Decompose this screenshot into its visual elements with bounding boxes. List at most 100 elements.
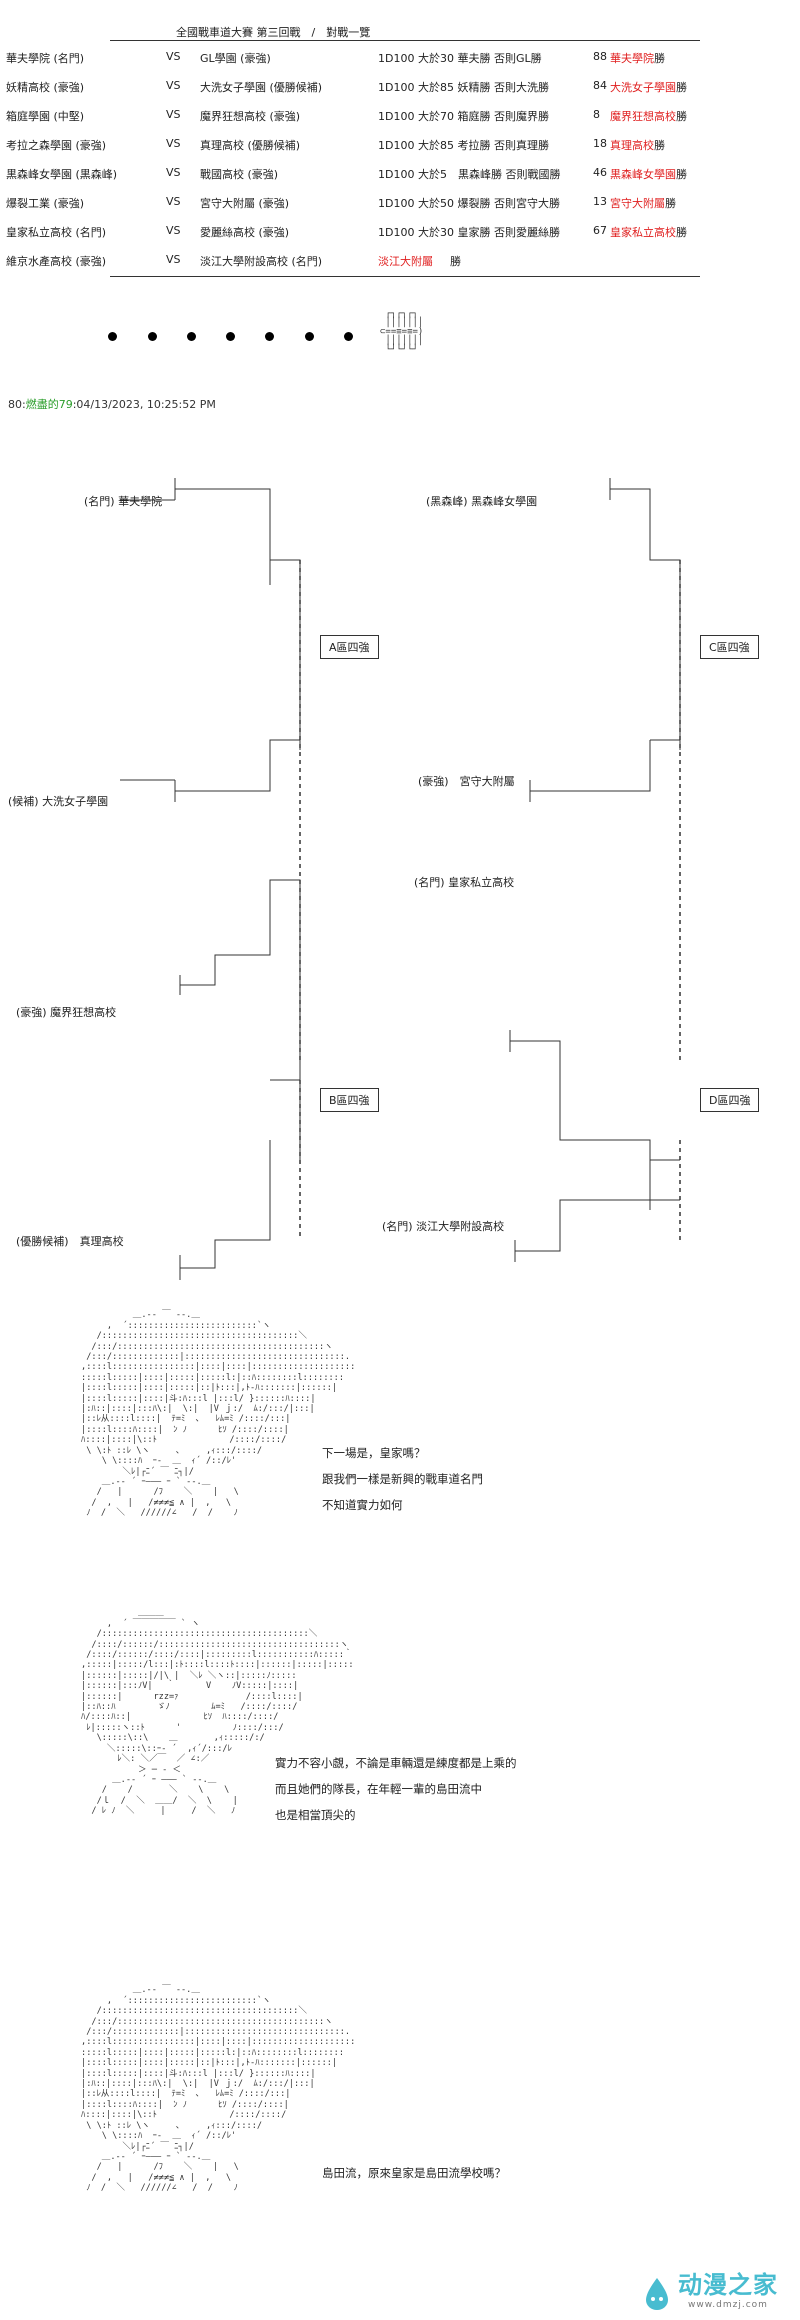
match-result: 華夫學院勝	[610, 50, 665, 66]
match-result-team: 真理高校	[610, 139, 654, 152]
dialogue-line: 不知道實力如何	[322, 1498, 403, 1512]
bracket-line	[179, 879, 301, 1160]
match-result-suffix: 勝	[676, 168, 687, 181]
match-dice-roll: 1D100 大於85 妖精勝 否則大洗勝	[378, 81, 549, 94]
team-label: (豪強) 魔界狂想高校	[16, 1006, 117, 1019]
match-result-number: 88	[593, 50, 607, 63]
team-label: (候補) 大洗女子學園	[8, 795, 109, 808]
dot	[187, 332, 196, 341]
dialogue-line: 實力不容小覷，不論是車輛還是練度都是上乘的	[275, 1756, 517, 1770]
bracket-line	[509, 1030, 680, 1210]
post-number: 80	[8, 398, 22, 411]
match-result-team: 皇家私立高校	[610, 226, 676, 239]
match-result-suffix: 勝	[654, 139, 665, 152]
team-label: (優勝候補) 真理高校	[16, 1235, 124, 1248]
match-team-a: 箱庭學園 (中堅)	[6, 110, 85, 123]
bracket-line	[179, 1140, 271, 1280]
dialogue-panel-3: 島田流，原來皇家是島田流學校嗎？	[322, 2160, 506, 2186]
bracket-line	[609, 478, 681, 750]
match-result: 大洗女子學園勝	[610, 79, 687, 95]
post-timestamp: :04/13/2023, 10:25:52 PM	[72, 398, 216, 411]
dot	[226, 332, 235, 341]
match-result-number: 84	[593, 79, 607, 92]
match-team-b: 魔界狂想高校 (豪強)	[200, 110, 301, 123]
ascii-character-1: ＿.-‐ ￣ ‐-.＿ , ´:::::::::::::::::::::::::…	[81, 1310, 356, 1519]
match-team-b: 大洗女子學園 (優勝候補)	[200, 81, 323, 94]
match-team-a: 維京水產高校 (豪強)	[6, 255, 107, 268]
match-result-number: 13	[593, 195, 607, 208]
bracket-line	[174, 739, 300, 802]
tournament-bracket	[120, 478, 681, 1280]
match-result-team: 淡江大附屬	[378, 255, 433, 268]
match-vs: VS	[166, 108, 181, 121]
match-team-a: 黒森峰女學園 (黒森峰)	[6, 168, 118, 181]
match-result: 宮守大附屬勝	[610, 195, 676, 211]
bracket-line	[174, 478, 301, 750]
dot	[344, 332, 353, 341]
dialogue-line: 而且她們的隊長，在年輕一輩的島田流中	[275, 1782, 482, 1796]
match-vs: VS	[166, 50, 181, 63]
match-team-b: 宮守大附屬 (豪強)	[200, 197, 290, 210]
match-vs: VS	[166, 195, 181, 208]
match-result-team: 黒森峰女學園	[610, 168, 676, 181]
match-team-a: 考拉之森學園 (豪強)	[6, 139, 107, 152]
brand-logo-icon	[646, 2278, 668, 2310]
match-team-b: 真理高校 (優勝候補)	[200, 139, 301, 152]
match-team-a: 皇家私立高校 (名門)	[6, 226, 107, 239]
post-header: 80:燃盡的79:04/13/2023, 10:25:52 PM	[8, 398, 216, 411]
bracket-line	[120, 499, 175, 781]
watermark-text: 动漫之家	[678, 2271, 778, 2299]
dialogue-panel-1: 下一場是，皇家嗎？ 跟我們一樣是新興的戰車道名門 不知道實力如何	[322, 1440, 483, 1518]
ascii-character-3: ＿.-‐ ￣ ‐-.＿ , ´:::::::::::::::::::::::::…	[81, 1985, 356, 2194]
match-result-suffix: 勝	[676, 81, 687, 94]
match-team-a: 華夫學院 (名門)	[6, 52, 85, 65]
dot	[148, 332, 157, 341]
bracket-line	[529, 740, 651, 802]
match-result-team: 大洗女子學園	[610, 81, 676, 94]
match-dice-roll: 1D100 大於30 皇家勝 否則愛麗絲勝	[378, 226, 560, 239]
match-result: 魔界狂想高校勝	[610, 108, 687, 124]
match-result-number: 46	[593, 166, 607, 179]
match-result-number: 67	[593, 224, 607, 237]
match-vs: VS	[166, 79, 181, 92]
table-divider	[110, 276, 700, 277]
match-dice-roll: 1D100 大於5 黒森峰勝 否則戰國勝	[378, 168, 561, 181]
match-result-number: 8	[593, 108, 600, 121]
match-dice-roll: 1D100 大於70 箱庭勝 否則魔界勝	[378, 110, 549, 123]
match-result-suffix: 勝	[654, 52, 665, 65]
bracket-line	[514, 1199, 680, 1262]
match-dice-roll: 1D100 大於50 爆裂勝 否則宮守大勝	[378, 197, 560, 210]
dot	[265, 332, 274, 341]
match-team-b: GL學園 (豪強)	[200, 52, 271, 65]
match-vs: VS	[166, 137, 181, 150]
ascii-character-2: ＿＿＿ , ´ ￣￣￣￣￣ ` ヽ /:::::::::::::::::::::…	[81, 1608, 354, 1817]
team-label: (名門) 淡江大學附設高校	[382, 1220, 505, 1233]
match-vs: VS	[166, 224, 181, 237]
header-divider	[110, 40, 700, 41]
block-label-a: A區四強	[320, 635, 379, 659]
match-result: 真理高校勝	[610, 137, 665, 153]
match-result-team: 魔界狂想高校	[610, 110, 676, 123]
block-label-d: D區四強	[700, 1088, 760, 1112]
match-team-b: 戰國高校 (豪強)	[200, 168, 279, 181]
post-author[interactable]: 燃盡的79	[25, 398, 73, 411]
block-label-b: B區四強	[320, 1088, 379, 1112]
team-label: (名門) 皇家私立高校	[414, 876, 515, 889]
watermark-url[interactable]: www.dmzj.com	[688, 2300, 768, 2310]
dialogue-line: 島田流，原來皇家是島田流學校嗎？	[322, 2166, 506, 2180]
dialogue-line: 也是相當頂尖的	[275, 1808, 356, 1822]
match-result-team: 華夫學院	[610, 52, 654, 65]
match-dice-roll: 1D100 大於30 華夫勝 否則GL勝	[378, 52, 542, 65]
page-title: 全國戰車道大賽 第三回戰 / 對戰一覽	[176, 26, 371, 39]
dialogue-line: 跟我們一樣是新興的戰車道名門	[322, 1472, 483, 1486]
match-result-suffix: 勝	[450, 255, 461, 268]
dot	[108, 332, 117, 341]
match-result-suffix: 勝	[665, 197, 676, 210]
dialogue-line: 下一場是，皇家嗎？	[322, 1446, 426, 1460]
match-result-team: 宮守大附屬	[610, 197, 665, 210]
block-label-c: C區四強	[700, 635, 759, 659]
team-label: (豪強) 宮守大附屬	[418, 775, 515, 788]
match-dice-roll: 1D100 大於85 考拉勝 否則真理勝	[378, 139, 549, 152]
match-team-a: 妖精高校 (豪強)	[6, 81, 85, 94]
match-result-suffix: 勝	[676, 110, 687, 123]
